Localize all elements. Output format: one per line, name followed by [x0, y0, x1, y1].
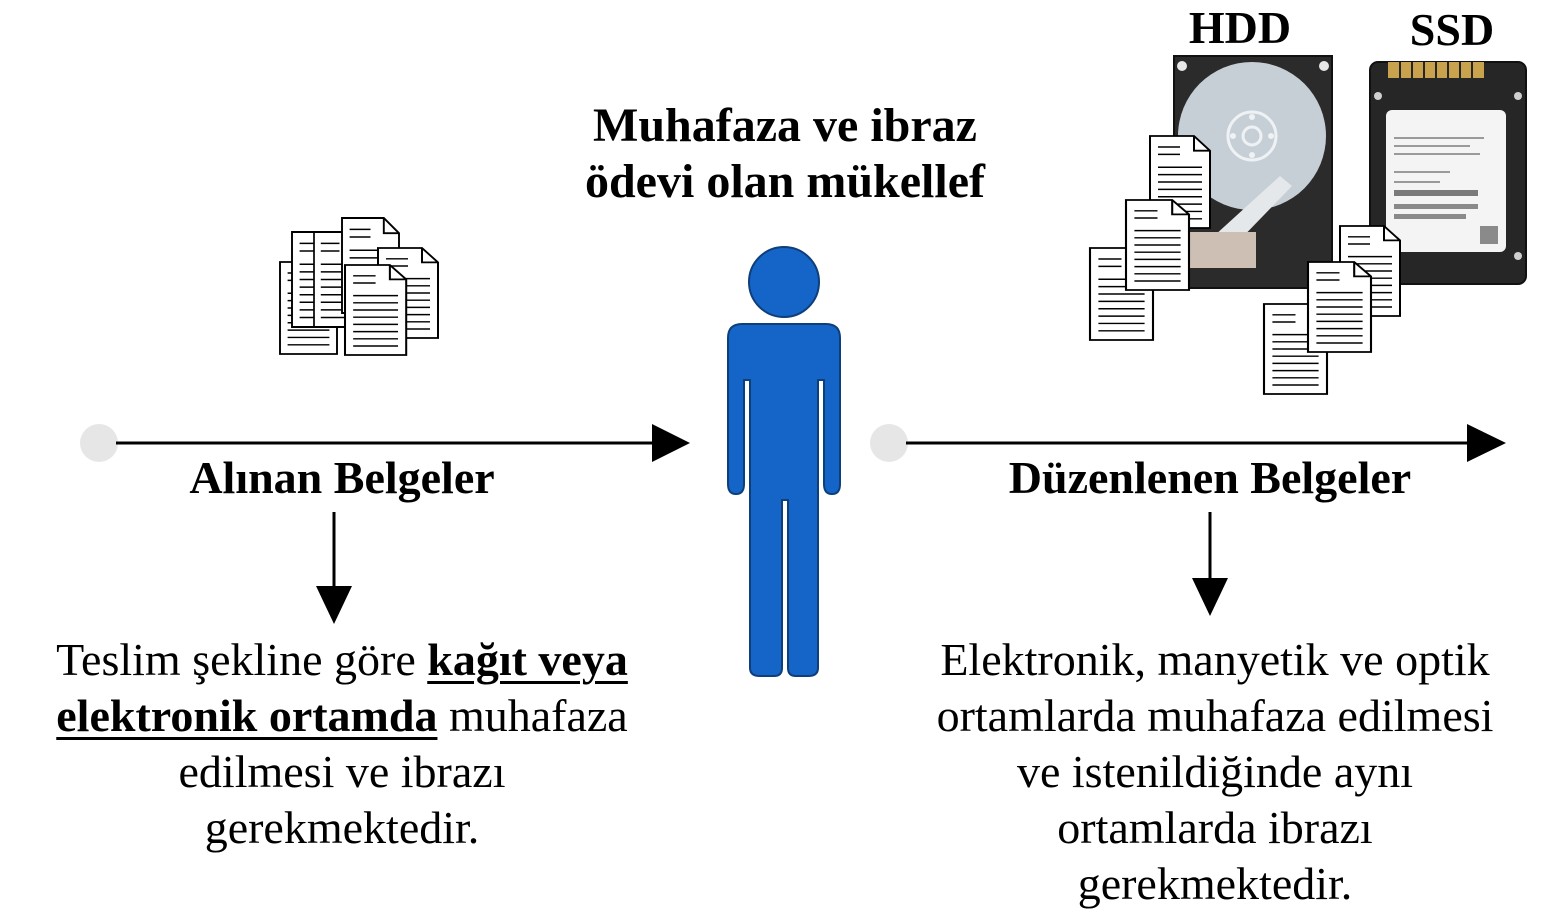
- subject-title-line2: ödevi olan mükellef: [584, 155, 985, 208]
- down-arrow-left-head: [316, 586, 352, 624]
- desc-right-line2: ortamlarda muhafaza edilmesi: [936, 690, 1494, 741]
- ssd-icon: [1369, 61, 1527, 285]
- arrowhead-left: [652, 424, 690, 462]
- ssd-label: SSD: [1409, 4, 1495, 55]
- issued-documents-label: Düzenlenen Belgeler: [1008, 452, 1412, 503]
- arrowhead-right: [1467, 424, 1506, 462]
- issued-documents-description: Elektronik, manyetik ve optik ortamlarda…: [880, 632, 1550, 912]
- desc-right-line1: Elektronik, manyetik ve optik: [940, 634, 1490, 685]
- desc-left-emph2: elektronik ortamda: [56, 690, 438, 741]
- subject-title: Muhafaza ve ibraz ödevi olan mükellef: [470, 98, 1100, 210]
- received-documents-label: Alınan Belgeler: [189, 452, 495, 503]
- down-arrow-right-head: [1192, 578, 1228, 616]
- person-icon: [727, 246, 841, 677]
- start-dot-right: [870, 424, 908, 462]
- desc-right-line4: ortamlarda ibrazı: [1057, 802, 1373, 853]
- hdd-label: HDD: [1188, 2, 1292, 53]
- desc-right-line5: gerekmektedir.: [1077, 858, 1353, 909]
- desc-left-line4: gerekmektedir.: [204, 802, 480, 853]
- paper-documents-icon: [279, 217, 439, 357]
- subject-title-line1: Muhafaza ve ibraz: [593, 99, 977, 152]
- desc-left-emph1: kağıt veya: [427, 634, 628, 685]
- desc-right-line3: ve istenildiğinde aynı: [1016, 746, 1414, 797]
- start-dot-left: [80, 424, 118, 462]
- desc-left-line3: edilmesi ve ibrazı: [178, 746, 506, 797]
- received-documents-description: Teslim şekline göre kağıt veya elektroni…: [4, 632, 680, 856]
- desc-left-part2: muhafaza: [437, 690, 628, 741]
- desc-left-part1: Teslim şekline göre: [56, 634, 428, 685]
